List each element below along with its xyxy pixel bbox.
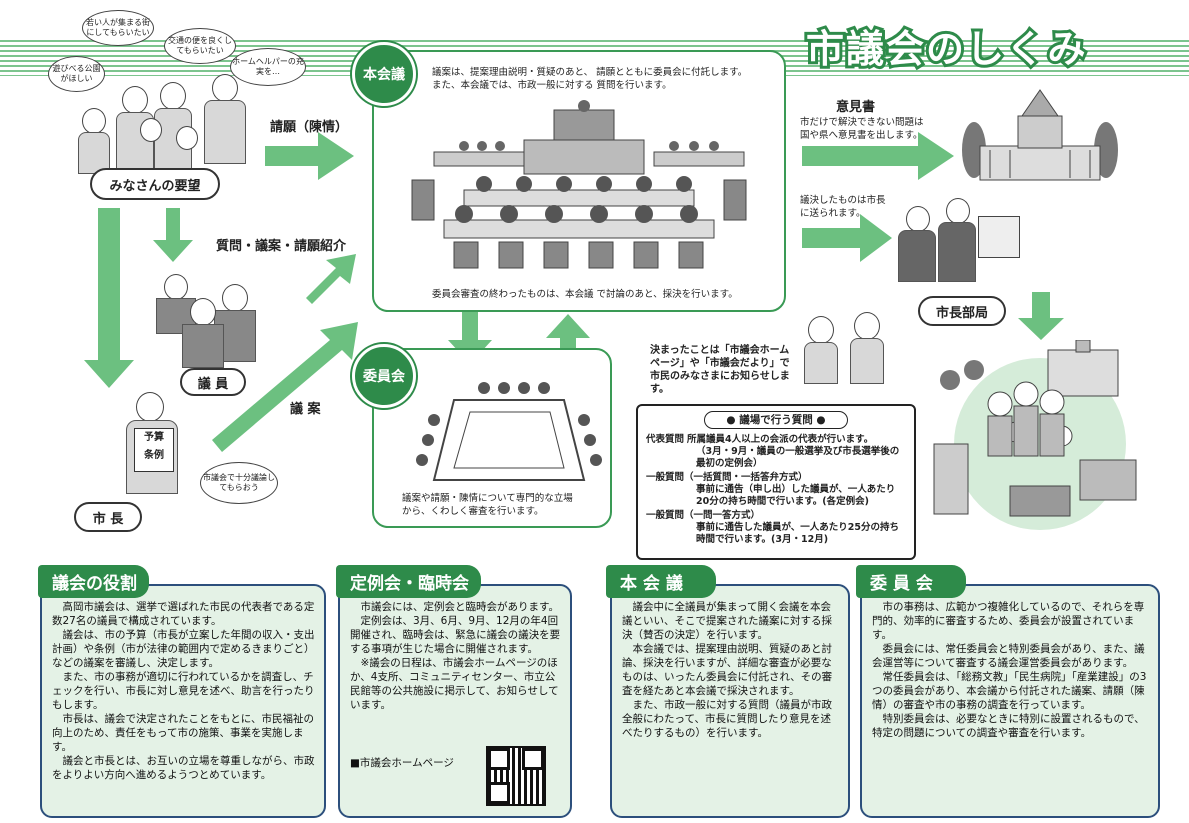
diet-building-illustration: [960, 80, 1120, 182]
speech-bubble: ホームヘルパーの充実を…: [230, 48, 306, 86]
readers-illustration: [800, 312, 890, 388]
question-row-note: （3月・9月・議員の一般選挙及び市長選挙後の最初の定例会）: [696, 446, 900, 469]
elderly-figure: [200, 74, 248, 164]
question-row-head: 一般質問（一問一答方式）: [646, 510, 761, 521]
members-illustration: [150, 272, 262, 368]
question-row: 代表質問 所属議員4人以上の会派の代表が行います。 （3月・9月・議員の一般選挙…: [646, 434, 908, 546]
questions-label: 質問・議案・請願紹介: [216, 239, 347, 254]
flow-arrows: [84, 132, 1064, 452]
question-row-body: 事前に通告（申し出）した議員が、一人あたり20分の持ち時間で行います。(各定例会…: [696, 484, 896, 507]
plenary-badge: 本会議: [352, 42, 416, 106]
speech-bubble: 若い人が集まる街にしてもらいたい: [82, 10, 154, 46]
assembly-hall-illustration: [404, 100, 754, 272]
family-figures: [78, 78, 243, 174]
petition-label: 請願（陳情）: [270, 120, 349, 135]
mayor-bubble: 市議会で十分議論してもらおう: [200, 462, 278, 504]
question-row-head: 代表質問: [646, 434, 685, 445]
plenary-text-3: 委員会審査の終わったものは、本会議 で討論のあと、採決を行います。: [432, 289, 738, 300]
mayor-office-label: 市長部局: [918, 296, 1006, 326]
sessions-title: 定例会・臨時会: [336, 565, 481, 598]
speech-bubble: 遊びべる公園がほしい: [48, 56, 105, 92]
mayor-illustration: 予算 条例: [118, 392, 198, 502]
question-box: ● 議場で行う質問 ● 代表質問 所属議員4人以上の会派の代表が行います。 （3…: [636, 404, 916, 560]
homepage-label: ■市議会ホームページ: [350, 757, 454, 769]
committee-badge: 委員会: [352, 344, 416, 408]
plenary-text-1: 議案は、提案理由説明・質疑のあと、 請願とともに委員会に付託します。: [432, 67, 748, 78]
city-illustration: [930, 339, 1140, 530]
plenary-panel: 議案は、提案理由説明・質疑のあと、 請願とともに委員会に付託します。 また、本会…: [372, 50, 786, 312]
plenary-section-title: 本 会 議: [606, 565, 716, 598]
announce-text: 決まったことは「市議会ホームページ」や「市議会だより」で市民のみなさまにお知らせ…: [650, 345, 790, 395]
committee-room-illustration: [404, 370, 604, 488]
committee-section-title: 委 員 会: [856, 565, 966, 598]
mayor-office-illustration: [898, 196, 1028, 294]
question-box-title: ● 議場で行う質問 ●: [704, 411, 848, 429]
mayor-label: 市 長: [74, 502, 142, 532]
question-row-body: 事前に通告した議員が、一人あたり25分の持ち時間で行います。(3月・12月): [696, 522, 900, 545]
plenary-section: 議会中に全議員が集まって開く会議を本会議といい、そこで提案された議案に対する採決…: [610, 584, 850, 818]
mayor-sign: 予算 条例: [134, 428, 174, 472]
opinion-text: 市だけで解決できない問題は国や県へ意見書を出します。: [800, 117, 924, 141]
residents-illustration: 遊びべる公園がほしい 若い人が集まる街にしてもらいたい 交通の便を良くしてもらい…: [48, 8, 248, 178]
speech-bubble: 交通の便を良くしてもらいたい: [164, 28, 236, 64]
role-title: 議会の役割: [38, 565, 149, 598]
role-section: 高岡市議会は、選挙で選ばれた市民の代表者である定数27名の議員で構成されています…: [40, 584, 326, 818]
committee-text: 議案や請願・陳情について専門的な立場から、くわしく審査を行います。: [402, 493, 573, 517]
opinion-title: 意見書: [836, 100, 876, 115]
sessions-section: 市議会には、定例会と臨時会があります。 定例会は、3月、6月、9月、12月の年4…: [338, 584, 572, 818]
committee-section-text: 市の事務は、広範かつ複雑化しているので、それらを専門的、効率的に審査するため、委…: [872, 601, 1147, 739]
bill-label: 議 案: [290, 402, 321, 417]
residents-label: みなさんの要望: [90, 168, 220, 200]
plenary-text-2: また、本会議では、市政一般に対する 質問を行います。: [432, 80, 672, 91]
question-row-head: 一般質問（一括質問・一括答弁方式）: [646, 472, 808, 483]
role-text: 高岡市議会は、選挙で選ばれた市民の代表者である定数27名の議員で構成されています…: [52, 601, 315, 781]
qr-code[interactable]: [486, 746, 546, 806]
sent-text: 議決したものは市長に送られます。: [800, 195, 886, 219]
committee-section: 市の事務は、広範かつ複雑化しているので、それらを専門的、効率的に審査するため、委…: [860, 584, 1160, 818]
page-title: 市議会のしくみ 市議会のしくみ: [803, 24, 1089, 74]
members-label: 議 員: [180, 368, 246, 396]
plenary-section-text: 議会中に全議員が集まって開く会議を本会議といい、そこで提案された議案に対する採決…: [622, 601, 833, 739]
sessions-text: 市議会には、定例会と臨時会があります。 定例会は、3月、6月、9月、12月の年4…: [350, 601, 561, 711]
question-row-body: 所属議員4人以上の会派の代表が行います。: [687, 434, 874, 445]
